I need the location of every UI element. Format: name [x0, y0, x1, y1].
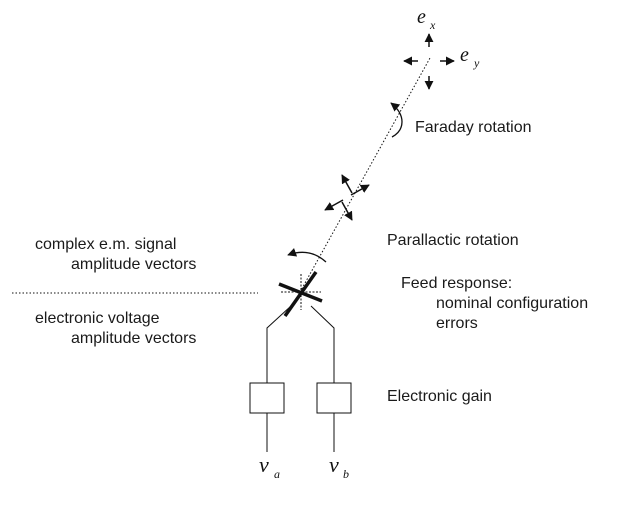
- electronic-voltage-label-line1: electronic voltage: [35, 310, 160, 327]
- gain-block-a: [249, 382, 285, 414]
- va-symbol: v: [259, 452, 269, 477]
- parallactic-rotation-arrow: [287, 248, 327, 263]
- line-of-sight: [299, 57, 431, 293]
- signal-wires: [266, 305, 335, 452]
- ey-subscript: y: [474, 56, 480, 70]
- gain-block-b: [316, 382, 352, 414]
- polarization-cross-top: [403, 33, 455, 90]
- complex-signal-label-line1: complex e.m. signal: [35, 236, 177, 253]
- parallactic-rotation-label: Parallactic rotation: [387, 232, 519, 249]
- ex-symbol: e: [417, 6, 426, 28]
- feed-dipoles: [278, 270, 323, 318]
- feed-response-label: Feed response:: [401, 275, 513, 292]
- feed-errors-label: errors: [436, 315, 478, 332]
- feed-nominal-label: nominal configuration: [436, 295, 589, 312]
- faraday-rotation-label: Faraday rotation: [415, 119, 532, 136]
- electronic-voltage-label-line2: amplitude vectors: [71, 330, 197, 347]
- vb-subscript: b: [343, 467, 349, 481]
- vb-symbol: v: [329, 452, 339, 477]
- ey-symbol: e: [460, 44, 469, 66]
- va-subscript: a: [274, 467, 280, 481]
- faraday-rotation-arrow: [390, 102, 403, 138]
- ex-subscript: x: [430, 18, 436, 32]
- complex-signal-label-line2: amplitude vectors: [71, 256, 197, 273]
- electronic-gain-label: Electronic gain: [387, 388, 492, 405]
- polarization-cross-rotated: [324, 174, 370, 221]
